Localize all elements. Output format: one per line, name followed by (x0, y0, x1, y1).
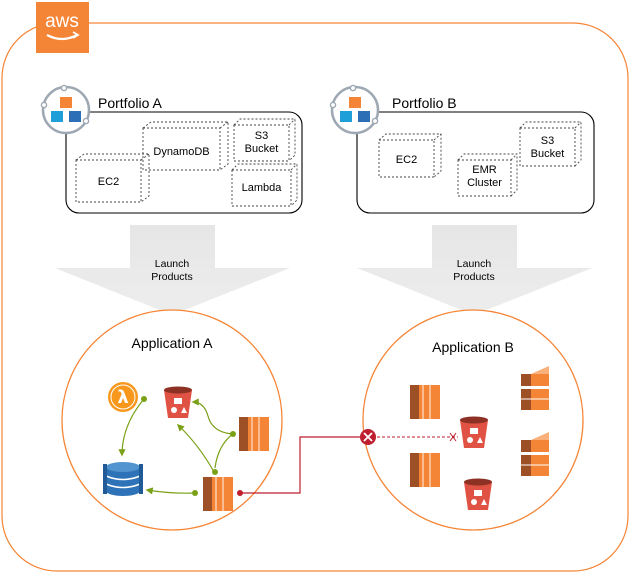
flow-arrow-ec2-upper-to-s3 (191, 398, 233, 435)
dynamodb-icon (103, 462, 143, 496)
emr-cluster-icon (521, 432, 549, 476)
s3-bucket-icon (460, 416, 488, 448)
launch-products-label-b: Launch Products (453, 258, 495, 283)
portfolio-b-icon (329, 84, 380, 135)
product-label-ec2-a: EC2 (97, 176, 120, 188)
portfolio-b-title: Portfolio B (392, 95, 457, 111)
blocked-connection-line (240, 436, 368, 494)
aws-logo: aws (36, 2, 89, 53)
emr-cluster-icon (521, 366, 549, 410)
s3-bucket-icon (464, 478, 492, 510)
launch-products-label-a: Launch Products (151, 258, 193, 283)
deny-icon (360, 429, 376, 445)
product-label-s3-a: S3 Bucket (244, 130, 279, 155)
product-cube-emr-b (457, 153, 518, 197)
product-label-ec2-b: EC2 (395, 154, 418, 166)
ec2-instance-icon (410, 385, 440, 419)
product-label-emr-b: EMR Cluster (467, 164, 502, 189)
product-cube-ec2-a (75, 153, 150, 203)
flow-arrow-ec2-lower-to-dynamodb (145, 487, 196, 495)
aws-cloud-group (1, 22, 629, 572)
portfolio-b-box (356, 111, 595, 214)
portfolio-a-title: Portfolio A (98, 95, 162, 111)
lambda-icon: λ (108, 382, 138, 412)
product-label-dynamodb-a: DynamoDB (153, 146, 210, 158)
portfolio-a-icon (40, 84, 91, 135)
flow-arrow-lambda-to-dynamodb (118, 398, 145, 457)
flow-arrow-ec2-lower-to-s3 (176, 424, 215, 473)
s3-bucket-icon (164, 386, 192, 418)
launch-arrow-a (55, 225, 290, 315)
application-b-title: Application B (432, 339, 514, 355)
product-cube-s3-b (519, 121, 582, 167)
ec2-instance-icon (203, 477, 233, 511)
product-label-s3-b: S3 Bucket (530, 135, 565, 160)
product-label-lambda-a: Lambda (241, 182, 282, 194)
svg-text:λ: λ (117, 387, 128, 408)
aws-logo-text: aws (45, 11, 79, 32)
portfolio-a-box (65, 111, 303, 214)
product-cube-ec2-b (378, 133, 442, 178)
product-cube-lambda-a (231, 163, 298, 207)
flow-arrow-ec2-upper-to-ec2-lower (214, 433, 234, 469)
application-a-title: Application A (131, 335, 213, 351)
ec2-instance-icon (239, 417, 269, 451)
ec2-instance-icon (410, 453, 440, 487)
launch-arrow-b (357, 225, 592, 315)
product-cube-dynamodb-a (142, 121, 229, 171)
product-cube-s3-a (233, 118, 296, 162)
